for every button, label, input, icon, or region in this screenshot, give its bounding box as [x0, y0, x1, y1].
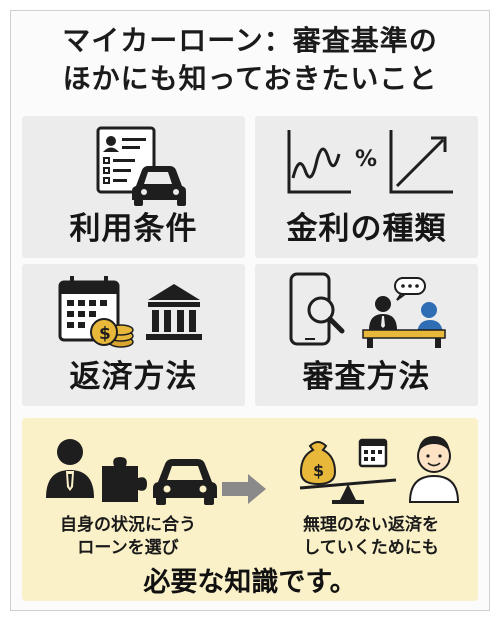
rate-chart-icon: %	[287, 130, 453, 194]
puzzle-piece-icon	[102, 457, 147, 502]
dollar-sign-icon: $	[99, 324, 111, 344]
form-and-car-icon	[96, 126, 186, 206]
tile-label: 返済方法	[69, 359, 198, 395]
tile-screening-methods: 審査方法	[255, 264, 478, 406]
conclusion-text: 必要な知識です。	[143, 567, 357, 598]
left-caption-line-2: ローンを選び	[77, 538, 179, 558]
tile-label: 利用条件	[69, 211, 198, 247]
businessman-icon	[46, 439, 94, 498]
tile-label: 審査方法	[302, 359, 431, 395]
right-caption-line-1: 無理のない返済を	[303, 515, 439, 535]
calendar-coins-bank-icon: $	[58, 276, 202, 348]
smiling-person-icon	[408, 436, 460, 503]
balance-scale-icon: $	[299, 438, 397, 504]
percent-sign-icon: %	[355, 147, 377, 172]
left-caption-line-1: 自身の状況に合う	[60, 515, 196, 535]
summary-illustration: $	[46, 436, 460, 505]
right-caption: 無理のない返済を していくためにも	[268, 514, 474, 560]
dollar-sign-icon: $	[313, 461, 324, 480]
arrow-right-icon	[222, 474, 266, 504]
page-title: マイカーローン：審査基準の ほかにも知っておきたいこと	[0, 22, 500, 98]
tile-label: 金利の種類	[286, 211, 447, 247]
right-caption-line-2: していくためにも	[303, 538, 439, 558]
title-line-2: ほかにも知っておきたいこと	[62, 62, 438, 95]
left-caption: 自身の状況に合う ローンを選び	[30, 514, 226, 560]
car-icon	[153, 459, 217, 505]
tile-repayment-methods: $ 返済方法	[22, 264, 245, 406]
smartphone-search-consultation-icon	[289, 272, 446, 348]
tile-interest-types: % 金利の種類	[255, 116, 478, 258]
title-line-1: マイカーローン：審査基準の	[62, 24, 438, 57]
summary-panel: $ 自身の状況に合う ローンを選び 無理のない返済を していくためにも 必要な知…	[22, 418, 478, 601]
tile-usage-conditions: 利用条件	[22, 116, 245, 258]
